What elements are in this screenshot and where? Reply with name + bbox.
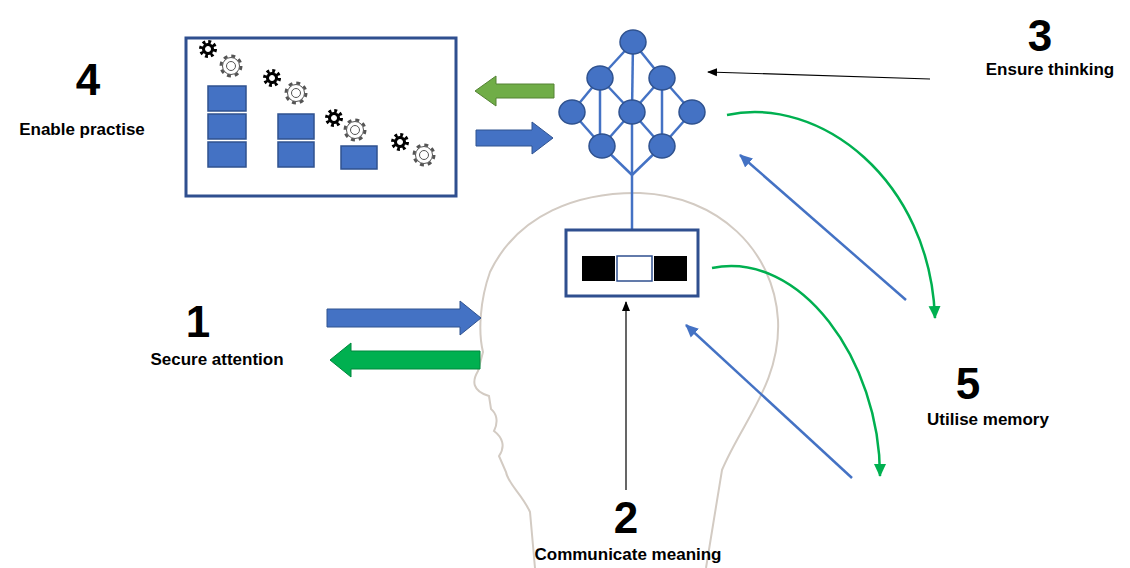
gear-icons [395,137,406,148]
step-label: Utilise memory [927,411,1049,430]
network-neurons [679,100,705,124]
practice-blocks [208,142,246,167]
callout-number: 3 [1028,12,1052,60]
gear-icons [267,73,278,84]
gear-icons [227,62,236,71]
gear-icons [265,71,279,85]
gear-icons [420,151,429,160]
memory-retrieval-arrows [686,155,906,478]
working-memory-box [582,256,615,281]
practice-box [186,38,456,196]
gear-icons [286,83,306,103]
practice-blocks [208,114,246,139]
callout-number: 1 [186,298,210,346]
leader-arrows [626,72,930,490]
step-label: Ensure thinking [986,61,1114,80]
gear-icons [201,42,215,56]
network-neurons [559,30,705,158]
gear-icons [292,89,301,98]
gear-icons [347,122,364,139]
gear-icons [203,44,214,55]
network-links [631,175,634,230]
gear-icons [345,120,365,140]
network-neurons [649,134,675,158]
gear-icons [201,42,434,165]
gear-icons [288,85,305,102]
network-neurons [620,30,646,54]
gear-icons [393,135,407,149]
practice-blocks [208,86,246,111]
step-label: Communicate meaning [534,546,721,565]
gear-icons [221,56,241,76]
working-memory-box [654,256,687,281]
practice-blocks [341,146,377,169]
working-memory-box [566,230,698,296]
gear-icons [398,140,403,145]
practice-box [186,38,456,196]
gear-icons [327,111,341,125]
memory-storage-arrows [727,112,935,318]
leader-arrows [625,302,626,490]
gear-icons [416,147,433,164]
callout-number: 4 [76,56,100,104]
block-arrows [327,76,554,377]
block-arrows [475,76,554,106]
block-arrows [327,301,481,335]
network-neurons [587,66,613,90]
memory-storage-arrows [712,112,935,476]
step-label: Enable practise [19,121,145,140]
working-memory-box [566,230,698,296]
practice-blocks [278,142,314,167]
network-neurons [589,134,615,158]
memory-storage-arrows [712,266,880,476]
block-arrows [330,343,480,377]
gear-icons [332,116,337,121]
network-neurons [649,66,675,90]
memory-retrieval-arrows [740,155,906,300]
working-memory-box [617,256,652,281]
leader-arrows [708,72,930,79]
network-neurons [559,100,585,124]
head-outline [474,193,778,568]
head-outline [474,193,778,568]
memory-retrieval-arrows [686,325,852,478]
gear-icons [270,76,275,81]
network-neurons [619,100,645,124]
practice-blocks [278,114,314,139]
gear-icons [414,145,434,165]
callout-number: 5 [956,360,980,408]
step-label: Secure attention [150,351,283,370]
gear-icons [206,47,211,52]
gear-icons [223,58,240,75]
network-links [572,42,692,230]
block-arrows [476,122,553,154]
callout-number: 2 [614,494,638,542]
gear-icons [351,126,360,135]
gear-icons [329,113,340,124]
